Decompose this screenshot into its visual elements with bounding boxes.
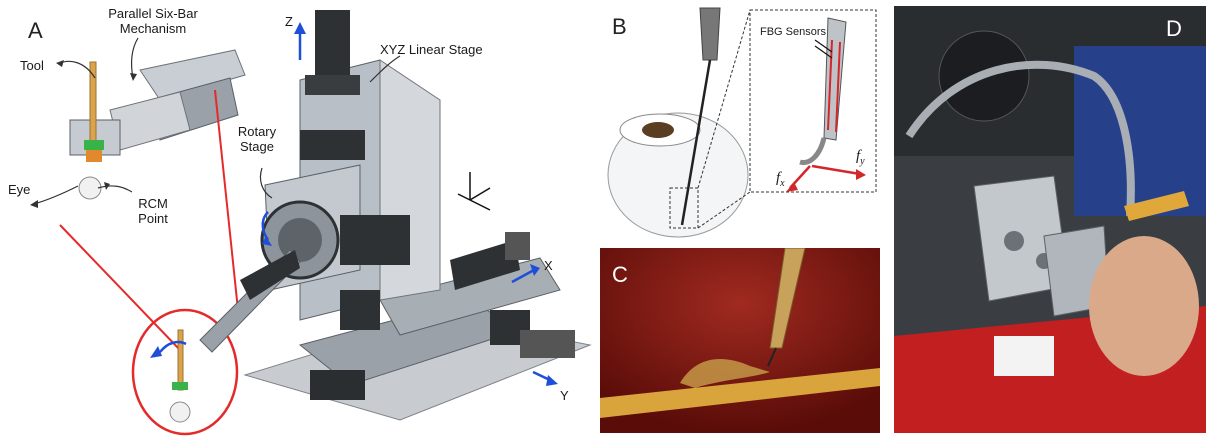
fy-subscript: y [860,156,865,167]
panel-c: C [600,248,880,433]
panel-a-illustration [30,10,592,436]
tool-label: Tool [20,58,44,73]
panel-d-letter: D [1166,16,1182,41]
coordinate-triad [457,172,491,211]
mechanism-label: Parallel Six-Bar Mechanism [108,6,198,36]
axis-x-label: X [544,258,553,273]
axis-z-label: Z [285,14,293,29]
eye-label: Eye [8,182,31,197]
fbg-sensors-label: FBG Sensors [760,26,827,38]
fy-symbol: f [856,148,861,164]
panel-a: A Parallel Six-Bar Mechanism Tool XYZ Li… [0,0,600,439]
panel-a-letter: A [28,18,43,43]
panel-c-letter: C [612,262,628,287]
panel-b: B FBG Sensors fx fy [600,0,892,245]
panel-d-photo [894,6,1206,433]
rcm-point-label: RCM Point [138,196,168,226]
panel-c-photo [600,248,880,433]
panel-b-illustration [607,7,877,238]
rotary-stage-label: Rotary Stage [237,124,277,154]
fy-label: fy [856,148,865,167]
xyz-stage-label: XYZ Linear Stage [380,42,483,57]
panel-b-letter: B [612,14,627,39]
fx-subscript: x [780,178,785,189]
axis-y-label: Y [560,388,569,403]
fx-label: fx [776,170,785,189]
panel-d: D [894,6,1206,433]
fx-symbol: f [776,170,781,186]
